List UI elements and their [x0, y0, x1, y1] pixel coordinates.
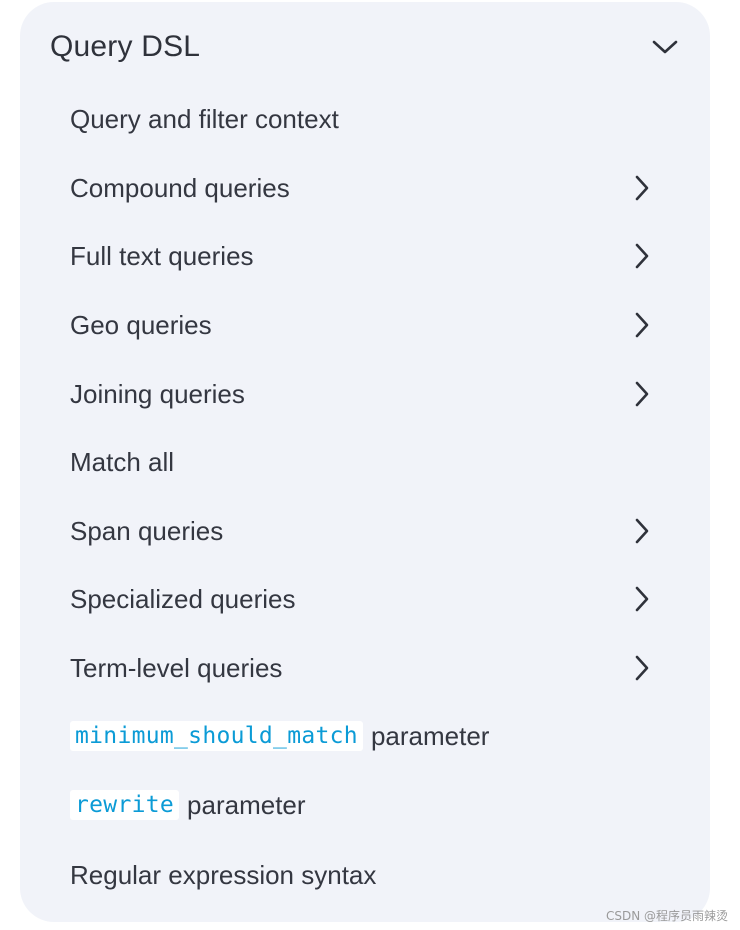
chevron-right-icon[interactable]: [630, 653, 654, 683]
nav-item-rewrite-parameter[interactable]: rewrite parameter: [70, 782, 654, 828]
nav-item-label: minimum_should_match parameter: [70, 721, 489, 752]
nav-item-label: Regular expression syntax: [70, 859, 377, 890]
chevron-right-icon[interactable]: [630, 173, 654, 203]
section-title: Query DSL: [50, 30, 201, 63]
nav-panel: Query DSL Query and filter context Compo…: [20, 2, 710, 922]
nav-item-regular-expression-syntax[interactable]: Regular expression syntax: [70, 852, 654, 898]
nav-item-joining-queries[interactable]: Joining queries: [70, 371, 654, 417]
code-snippet: rewrite: [70, 790, 180, 820]
nav-item-span-queries[interactable]: Span queries: [70, 508, 654, 554]
chevron-right-icon[interactable]: [630, 516, 654, 546]
nav-item-label: Span queries: [70, 515, 224, 546]
chevron-right-icon[interactable]: [630, 241, 654, 271]
watermark: CSDN @程序员雨辣烫: [605, 909, 728, 923]
nav-item-label: Match all: [70, 446, 175, 477]
nav-item-minimum-should-match-parameter[interactable]: minimum_should_match parameter: [70, 713, 654, 759]
nav-item-label: Full text queries: [70, 240, 254, 271]
nav-item-label: rewrite parameter: [70, 790, 306, 821]
nav-item-term-level-queries[interactable]: Term-level queries: [70, 645, 654, 691]
nav-item-compound-queries[interactable]: Compound queries: [70, 165, 654, 211]
chevron-right-icon[interactable]: [630, 379, 654, 409]
nav-item-label: Specialized queries: [70, 583, 296, 614]
code-snippet: minimum_should_match: [70, 721, 363, 751]
nav-item-label-suffix: parameter: [187, 789, 306, 820]
chevron-down-icon[interactable]: [650, 32, 680, 62]
nav-item-geo-queries[interactable]: Geo queries: [70, 302, 654, 348]
nav-item-label-suffix: parameter: [370, 720, 490, 751]
nav-item-label: Compound queries: [70, 172, 290, 203]
nav-item-label: Geo queries: [70, 309, 212, 340]
nav-item-label: Query and filter context: [70, 103, 339, 134]
nav-item-query-and-filter-context[interactable]: Query and filter context: [70, 96, 654, 142]
section-header-query-dsl[interactable]: Query DSL: [50, 22, 680, 72]
nav-item-specialized-queries[interactable]: Specialized queries: [70, 576, 654, 622]
nav-item-label: Joining queries: [70, 378, 245, 409]
chevron-right-icon[interactable]: [630, 310, 654, 340]
nav-item-full-text-queries[interactable]: Full text queries: [70, 233, 654, 279]
chevron-right-icon[interactable]: [630, 584, 654, 614]
nav-item-label: Term-level queries: [70, 652, 283, 683]
nav-item-match-all[interactable]: Match all: [70, 439, 654, 485]
